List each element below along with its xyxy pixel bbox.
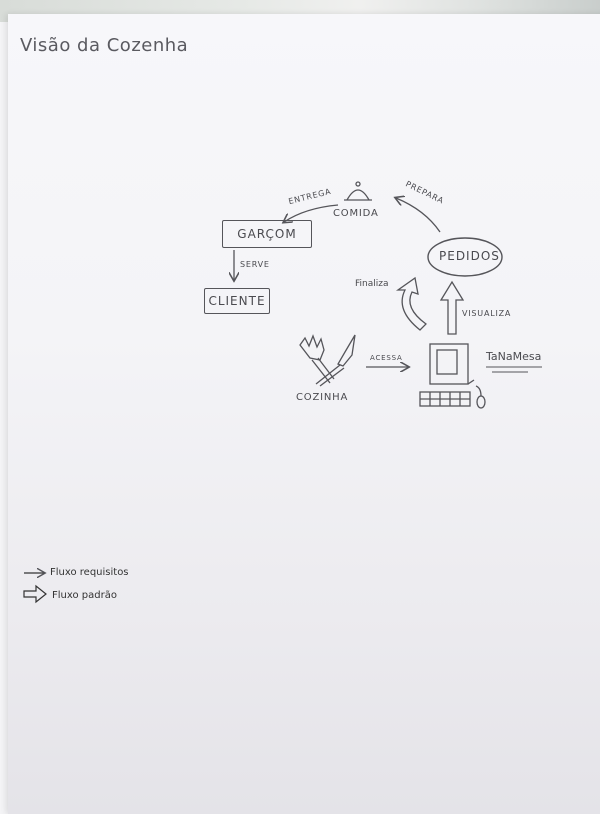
visualiza-arrow bbox=[439, 280, 465, 335]
legend-requisitos: Fluxo requisitos bbox=[50, 567, 129, 578]
prepara-arrow bbox=[396, 198, 441, 233]
paper-sheet bbox=[8, 14, 600, 814]
legend-padrao: Fluxo padrão bbox=[52, 590, 117, 601]
brand-label: TaNaMesa bbox=[486, 350, 542, 363]
node-cliente: CLIENTE bbox=[204, 288, 270, 314]
finaliza-arrow bbox=[395, 276, 427, 331]
legend-hollow-arrow bbox=[23, 584, 47, 604]
node-comida: COMIDA bbox=[333, 208, 379, 219]
page-title: Visão da Cozenha bbox=[20, 35, 189, 56]
edge-label-serve: SERVE bbox=[240, 260, 270, 269]
pedidos-ellipse bbox=[427, 237, 503, 277]
node-pedidos: PEDIDOS bbox=[439, 249, 500, 263]
node-cozinha: COZINHA bbox=[296, 392, 349, 403]
edge-label-acessa: ACESSA bbox=[370, 354, 403, 362]
kitchen-utensils-icon bbox=[299, 334, 356, 387]
computer-icon bbox=[419, 343, 486, 409]
edge-label-visualiza: VISUALIZA bbox=[462, 309, 512, 318]
bell-icon bbox=[344, 181, 372, 201]
node-garcom: GARÇOM bbox=[222, 220, 312, 248]
edge-label-finaliza: Finaliza bbox=[355, 279, 389, 289]
entrega-arrow bbox=[284, 204, 339, 222]
